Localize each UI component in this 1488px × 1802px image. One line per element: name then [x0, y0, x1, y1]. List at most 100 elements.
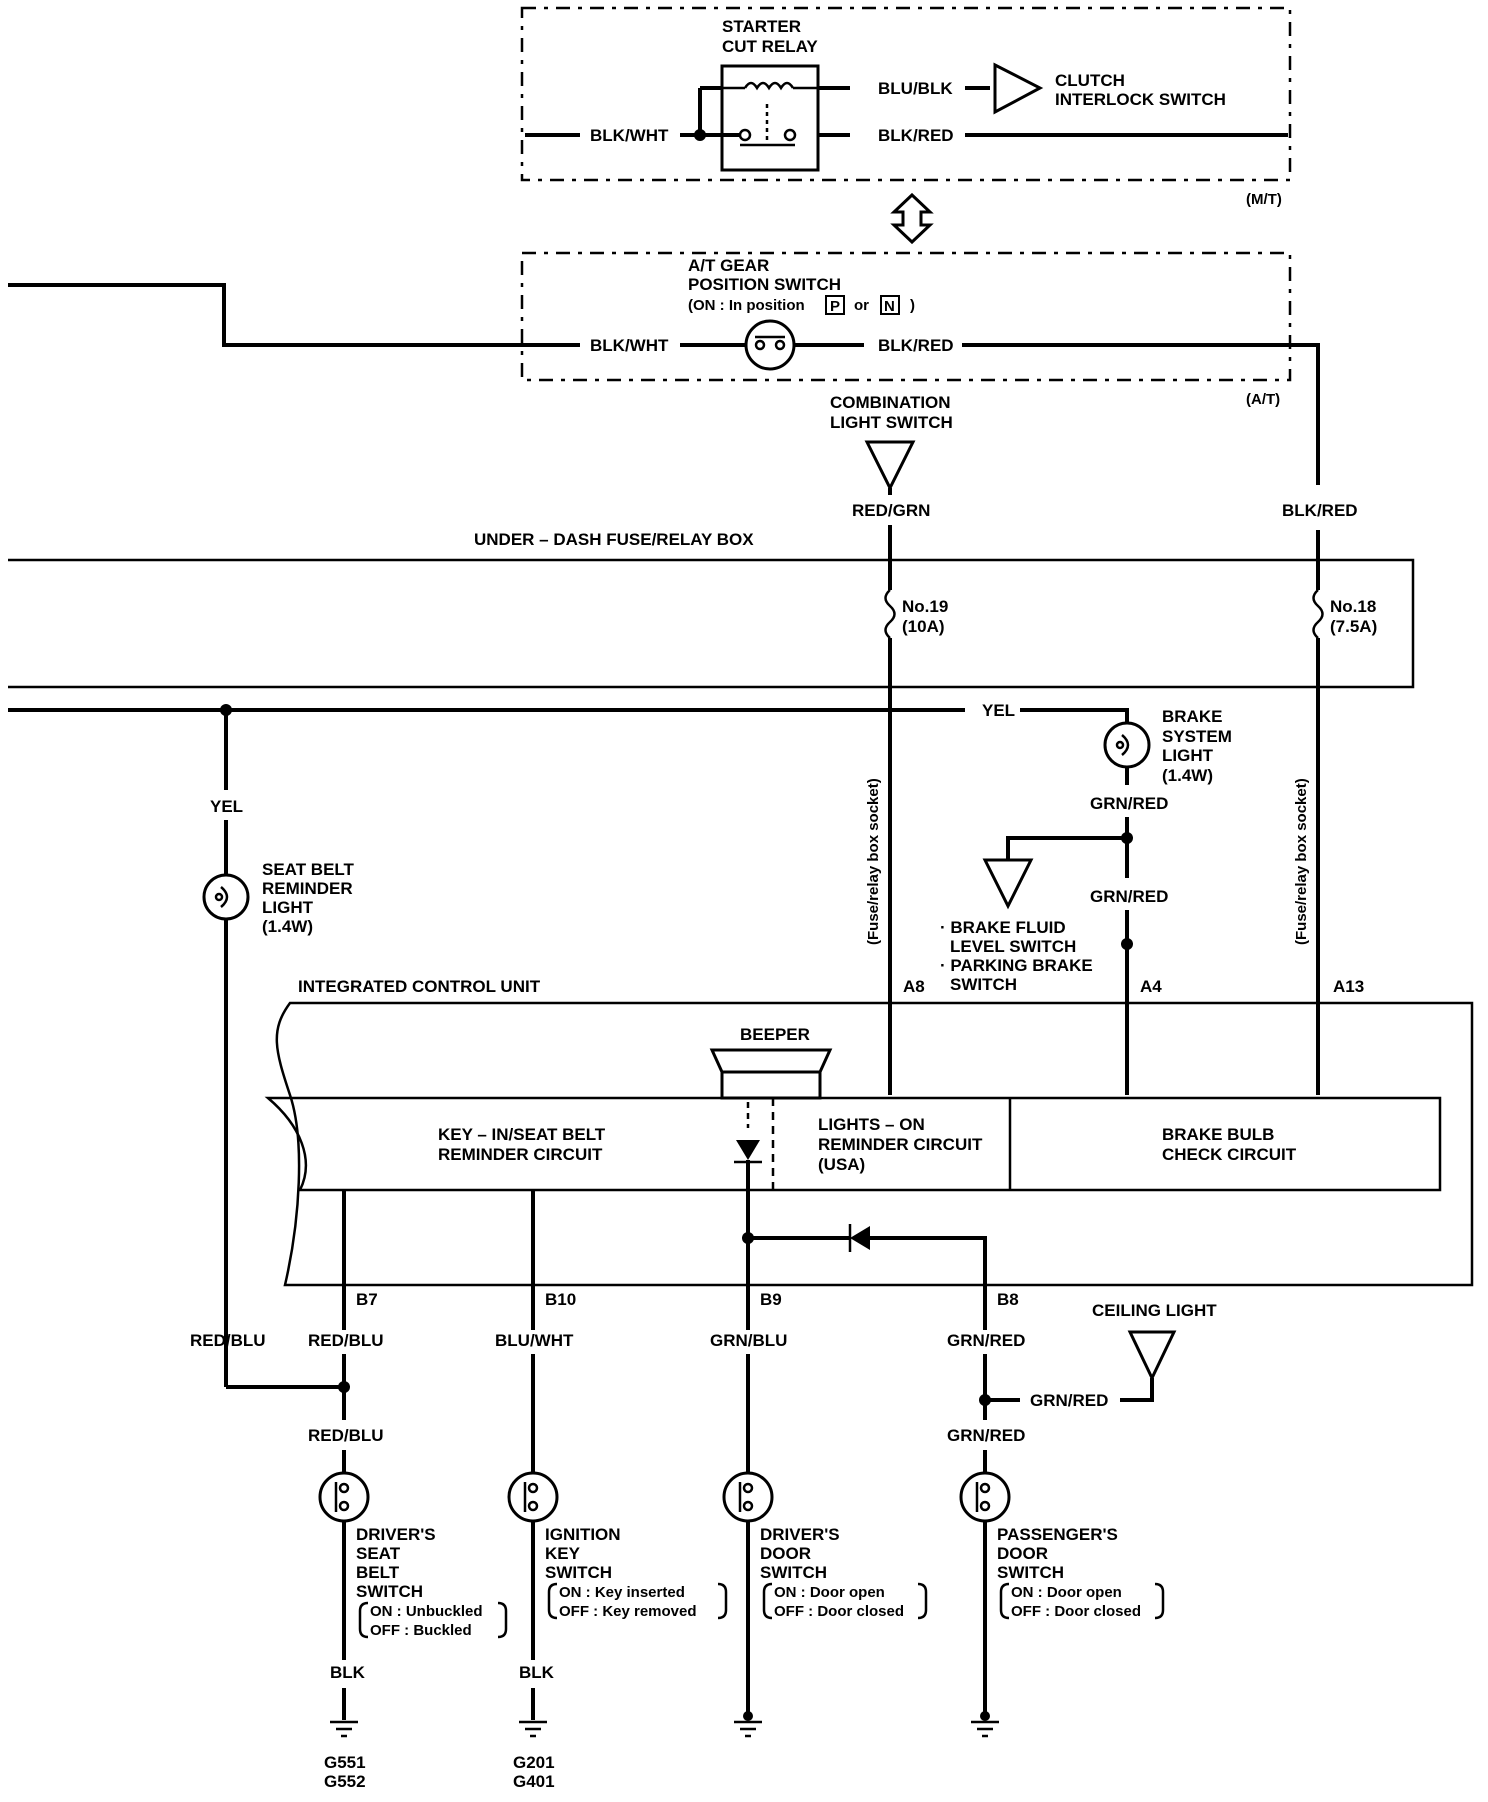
- passenger-door-l3: SWITCH: [997, 1563, 1064, 1582]
- lights-on-circuit-l3: (USA): [818, 1155, 865, 1174]
- gear-wire-out-label: BLK/RED: [878, 336, 954, 355]
- relay-box: [720, 64, 820, 172]
- ignition-switch-l1: IGNITION: [545, 1525, 621, 1544]
- at-variant-label: (A/T): [1246, 391, 1280, 408]
- blk-wht-feed-wire: [8, 283, 525, 347]
- red-blu-left-label: RED/BLU: [190, 1331, 266, 1350]
- beeper: BEEPER: [709, 1025, 833, 1100]
- mt-variant-label: (M/T): [1246, 191, 1282, 208]
- seat-switch-off: OFF : Buckled: [370, 1622, 472, 1639]
- at-gear-switch-section: A/T GEAR POSITION SWITCH (ON : In positi…: [520, 251, 1320, 408]
- brake-light-l1: BRAKE: [1162, 707, 1222, 726]
- relay-title-1: STARTER: [722, 17, 801, 36]
- lights-on-circuit-l1: LIGHTS – ON: [818, 1115, 925, 1134]
- fuse-19: [884, 560, 896, 687]
- ceiling-light-label: CEILING LIGHT: [1092, 1301, 1217, 1320]
- seat-switch-l4: SWITCH: [356, 1582, 423, 1601]
- brake-bulb-circuit-l1: BRAKE BULB: [1162, 1125, 1274, 1144]
- relay-wire-coil-label: BLU/BLK: [878, 79, 953, 98]
- gear-title-2: POSITION SWITCH: [688, 275, 841, 294]
- gear-switch-symbol: [744, 319, 796, 371]
- passenger-door-on: ON : Door open: [1011, 1584, 1122, 1601]
- brake-fluid-parking-switch: · BRAKE FLUID LEVEL SWITCH · PARKING BRA…: [940, 836, 1127, 994]
- b9-wire-label: GRN/BLU: [710, 1331, 787, 1350]
- b7-wire-label: RED/BLU: [308, 1331, 384, 1350]
- brake-switch-l3: · PARKING BRAKE: [940, 956, 1093, 975]
- brake-switch-l1: · BRAKE FLUID: [940, 918, 1066, 937]
- combo-wire-label: RED/GRN: [852, 501, 930, 520]
- seat-belt-light-wire: YEL: [210, 797, 243, 816]
- brake-system-light: BRAKE SYSTEM LIGHT (1.4W) GRN/RED GRN/RE…: [1090, 707, 1232, 1095]
- icu-pin-a13: A13: [1333, 977, 1364, 996]
- seat-belt-light-l3: LIGHT: [262, 898, 314, 917]
- driver-door-on: ON : Door open: [774, 1584, 885, 1601]
- drivers-door-switch: DRIVER'S DOOR SWITCH ON : Door open OFF …: [722, 1471, 928, 1738]
- seat-switch-wire: BLK: [330, 1663, 366, 1682]
- ceiling-light: CEILING LIGHT GRN/RED: [979, 1301, 1217, 1410]
- b8-lower-wire-label: GRN/RED: [947, 1426, 1025, 1445]
- passenger-door-off: OFF : Door closed: [1011, 1603, 1141, 1620]
- gear-pos-p: P: [830, 298, 840, 315]
- b10-wire-label: BLU/WHT: [495, 1331, 574, 1350]
- ignition-switch-on: ON : Key inserted: [559, 1584, 685, 1601]
- clutch-connector-triangle: [993, 62, 1044, 115]
- fuse18-socket-note: (Fuse/relay box socket): [1293, 778, 1310, 945]
- fuse18-label-1: No.18: [1330, 597, 1376, 616]
- keyin-circuit-l1: KEY – IN/SEAT BELT: [438, 1125, 606, 1144]
- combination-light-switch: COMBINATION LIGHT SWITCH RED/GRN: [830, 393, 953, 590]
- ignition-switch-off: OFF : Key removed: [559, 1603, 697, 1620]
- seat-belt-light-l4: (1.4W): [262, 917, 313, 936]
- gear-title-3: (ON : In position: [688, 297, 805, 314]
- passenger-door-l1: PASSENGER'S: [997, 1525, 1118, 1544]
- relay-wire-out-label: BLK/RED: [878, 126, 954, 145]
- gear-or: or: [854, 297, 869, 314]
- gear-title-1: A/T GEAR: [688, 256, 769, 275]
- clutch-label-2: INTERLOCK SWITCH: [1055, 90, 1226, 109]
- fuse-box-title: UNDER – DASH FUSE/RELAY BOX: [474, 530, 754, 549]
- ignition-switch-l3: SWITCH: [545, 1563, 612, 1582]
- integrated-control-unit: INTEGRATED CONTROL UNIT A8 A4 A13 BEEPER…: [264, 977, 1474, 1309]
- seat-belt-light-l2: REMINDER: [262, 879, 353, 898]
- fuse18-label-2: (7.5A): [1330, 617, 1377, 636]
- icu-title: INTEGRATED CONTROL UNIT: [298, 977, 541, 996]
- fuse19-label-2: (10A): [902, 617, 945, 636]
- relay-title-2: CUT RELAY: [722, 37, 818, 56]
- driver-door-l2: DOOR: [760, 1544, 811, 1563]
- clutch-label-1: CLUTCH: [1055, 71, 1125, 90]
- brake-bulb-circuit-l2: CHECK CIRCUIT: [1162, 1145, 1297, 1164]
- driver-door-off: OFF : Door closed: [774, 1603, 904, 1620]
- seat-belt-reminder-light: YEL SEAT BELT REMINDER LIGHT (1.4W): [202, 710, 355, 1387]
- brake-switch-l4: SWITCH: [950, 975, 1017, 994]
- gear-close: ): [910, 297, 915, 314]
- ceiling-light-wire-label: GRN/RED: [1030, 1391, 1108, 1410]
- drivers-seat-belt-switch: DRIVER'S SEAT BELT SWITCH ON : Unbuckled…: [318, 1471, 508, 1791]
- seat-switch-l3: BELT: [356, 1563, 400, 1582]
- keyin-circuit-l2: REMINDER CIRCUIT: [438, 1145, 603, 1164]
- brake-light-l4: (1.4W): [1162, 766, 1213, 785]
- icu-pin-a8: A8: [903, 977, 925, 996]
- b8-wire-label: GRN/RED: [947, 1331, 1025, 1350]
- yel-bus-label: YEL: [982, 701, 1015, 720]
- fuse-18: [1312, 530, 1324, 687]
- ignition-ground-1: G201: [513, 1753, 555, 1772]
- brake-switch-l2: LEVEL SWITCH: [950, 937, 1076, 956]
- gear-pos-n: N: [884, 298, 895, 315]
- combo-connector-triangle: [864, 440, 916, 492]
- icu-pin-b7: B7: [356, 1290, 378, 1309]
- fuse19-socket-note: (Fuse/relay box socket): [865, 778, 882, 945]
- passenger-door-l2: DOOR: [997, 1544, 1048, 1563]
- lower-wiring: RED/BLU RED/BLU RED/BLU BLU/WHT GRN/BLU …: [190, 1300, 1025, 1473]
- driver-door-l3: SWITCH: [760, 1563, 827, 1582]
- brake-light-wire-1: GRN/RED: [1090, 794, 1168, 813]
- icu-pin-a4: A4: [1140, 977, 1162, 996]
- gear-wire-in-label: BLK/WHT: [590, 336, 669, 355]
- combo-title-2: LIGHT SWITCH: [830, 413, 953, 432]
- beeper-label: BEEPER: [740, 1025, 810, 1044]
- relay-wire-in-label: BLK/WHT: [590, 126, 669, 145]
- passengers-door-switch: PASSENGER'S DOOR SWITCH ON : Door open O…: [959, 1471, 1165, 1738]
- combo-title-1: COMBINATION: [830, 393, 951, 412]
- seat-ground-1: G551: [324, 1753, 366, 1772]
- brake-light-wire-2: GRN/RED: [1090, 887, 1168, 906]
- ignition-key-switch: IGNITION KEY SWITCH ON : Key inserted OF…: [507, 1471, 728, 1791]
